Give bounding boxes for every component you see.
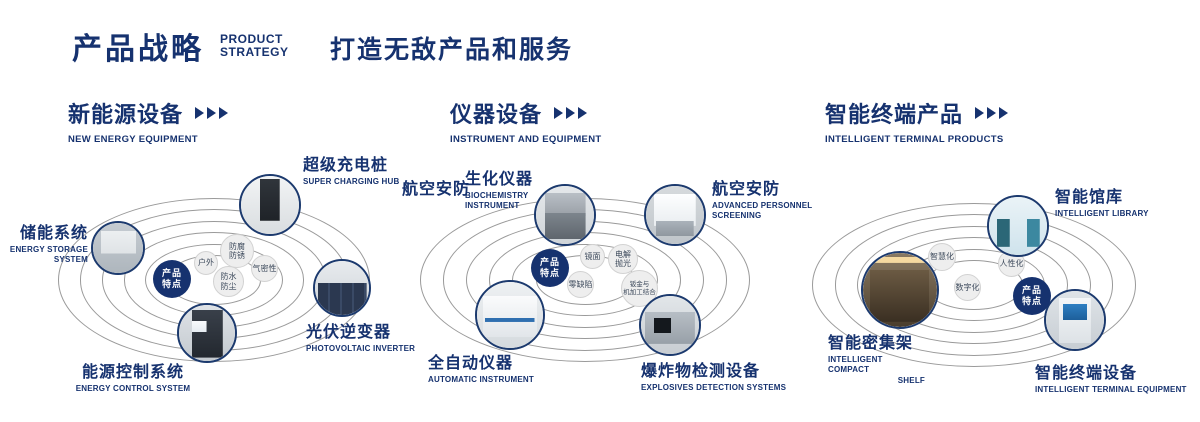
product-circle-terminal-equipment — [1044, 289, 1106, 351]
section-title: 智能终端产品 — [825, 102, 964, 127]
feature-bubble: 防水防尘 — [213, 266, 244, 297]
energy-control-photo — [179, 305, 235, 361]
product-name-en: AUTOMATIC INSTRUMENT — [428, 375, 534, 384]
feature-bubble: 气密性 — [251, 255, 278, 282]
section-title: 新能源设备 — [68, 102, 184, 127]
product-label-energy-control: 能源控制系统 ENERGY CONTROL SYSTEM — [58, 358, 208, 394]
product-name: 光伏逆变器 — [306, 324, 392, 341]
terminal-kiosk-photo — [1046, 291, 1104, 349]
compact-shelf-photo — [863, 253, 937, 327]
biochemistry-photo — [536, 186, 594, 244]
page-subtitle-line2: STRATEGY — [220, 45, 289, 59]
product-name: 超级充电桩 — [303, 157, 389, 174]
inverter-photo — [315, 261, 369, 315]
section-subtitle: INSTRUMENT AND EQUIPMENT — [450, 134, 602, 145]
product-label-automatic-instrument: 全自动仪器 AUTOMATIC INSTRUMENT — [428, 349, 534, 385]
feature-bubble: 电解抛光 — [608, 244, 638, 274]
page-title: 产品战略 — [72, 33, 204, 66]
feature-bubble: 防腐防锈 — [220, 234, 254, 268]
product-features-badge: 产品 特点 — [153, 260, 191, 298]
product-label-terminal-equipment: 智能终端设备 INTELLIGENT TERMINAL EQUIPMENT — [1035, 359, 1187, 395]
product-label-explosives-detection: 爆炸物检测设备 EXPLOSIVES DETECTION SYSTEMS — [641, 357, 786, 393]
product-name: 智能馆库 — [1055, 189, 1124, 206]
feature-bubble: 户外 — [194, 251, 218, 275]
product-name-en: PHOTOVOLTAIC INVERTER — [306, 344, 416, 353]
product-name: 生化仪器 — [465, 171, 534, 188]
section-head-new-energy: 新能源设备 NEW ENERGY EQUIPMENT — [68, 97, 229, 145]
product-name: 全自动仪器 — [428, 355, 514, 372]
product-label-photovoltaic-inverter: 光伏逆变器 PHOTOVOLTAIC INVERTER — [306, 318, 415, 354]
product-features-badge: 产品 特点 — [1013, 277, 1051, 315]
product-circle-energy-storage — [91, 221, 145, 275]
charging-hub-photo — [241, 176, 299, 234]
feature-bubble: 数字化 — [954, 274, 981, 301]
page-subtitle: PRODUCT STRATEGY — [220, 33, 288, 59]
product-name: 储能系统 — [19, 225, 88, 242]
orbit-ring — [812, 203, 1136, 367]
product-name-en: INTELLIGENT LIBRARY — [1055, 209, 1149, 218]
product-circle-personnel-screening — [644, 184, 706, 246]
orbit-ring — [857, 225, 1091, 345]
feature-bubble: 智慧化 — [928, 243, 956, 271]
triple-arrow-icon — [195, 107, 229, 119]
product-name-en: SUPER CHARGING HUB — [303, 177, 400, 186]
section-head-instruments: 仪器设备 INSTRUMENT AND EQUIPMENT — [450, 97, 601, 145]
product-name: 航空安防 — [712, 181, 781, 198]
side-label-aviation-security: 航空安防 — [402, 181, 471, 198]
product-name: 爆炸物检测设备 — [641, 363, 761, 380]
section-head-intelligent-terminal: 智能终端产品 INTELLIGENT TERMINAL PRODUCTS — [825, 97, 1009, 145]
product-label-intelligent-library: 智能馆库 INTELLIGENT LIBRARY — [1055, 183, 1149, 219]
feature-bubble: 镜面 — [580, 244, 605, 269]
orbit-ring — [834, 214, 1114, 356]
product-circle-energy-control — [177, 303, 237, 363]
product-circle-explosives-detection — [639, 294, 701, 356]
explosives-detection-photo — [641, 296, 699, 354]
section-title: 仪器设备 — [450, 102, 543, 127]
triple-arrow-icon — [975, 107, 1009, 119]
product-circle-biochemistry — [534, 184, 596, 246]
automatic-instrument-photo — [477, 282, 543, 348]
screening-photo — [646, 186, 704, 244]
page-subtitle-line1: PRODUCT — [220, 32, 283, 46]
feature-bubble: 零缺陷 — [567, 271, 594, 298]
triple-arrow-icon — [554, 107, 588, 119]
section-subtitle: INTELLIGENT TERMINAL PRODUCTS — [825, 134, 1004, 145]
product-circle-intelligent-library — [987, 195, 1049, 257]
tagline: 打造无敌产品和服务 — [330, 36, 574, 64]
library-photo — [989, 197, 1047, 255]
product-name-en: ENERGY CONTROL SYSTEM — [75, 384, 191, 393]
product-features-badge: 产品 特点 — [531, 249, 569, 287]
energy-storage-photo — [93, 223, 143, 273]
product-circle-compact-shelf — [861, 251, 939, 329]
product-name-en: INTELLIGENT TERMINAL EQUIPMENT — [1035, 385, 1187, 394]
product-name: 能源控制系统 — [81, 364, 184, 381]
product-name: 智能终端设备 — [1035, 365, 1138, 382]
product-circle-super-charging-hub — [239, 174, 301, 236]
product-name: 智能密集架 — [828, 335, 914, 352]
product-circle-photovoltaic-inverter — [313, 259, 371, 317]
product-name-en: EXPLOSIVES DETECTION SYSTEMS — [641, 383, 787, 392]
product-label-super-charging-hub: 超级充电桩 SUPER CHARGING HUB — [303, 151, 400, 187]
section-subtitle: NEW ENERGY EQUIPMENT — [68, 134, 198, 145]
product-circle-automatic-instrument — [475, 280, 545, 350]
